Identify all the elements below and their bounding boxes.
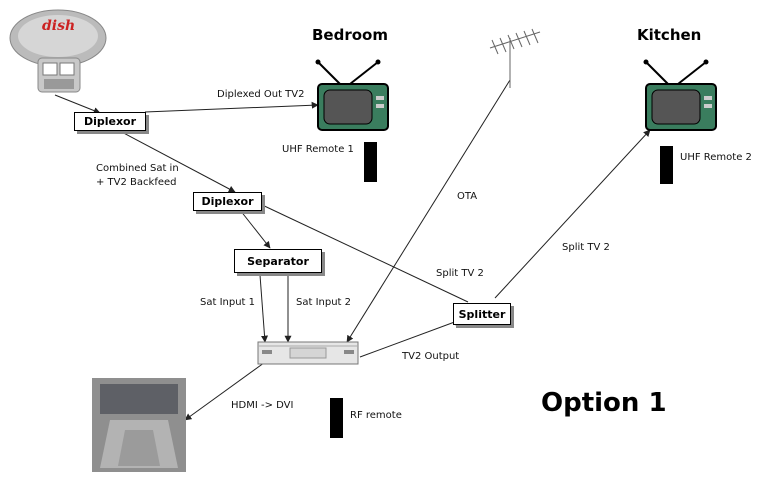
room-label-bedroom: Bedroom: [312, 26, 388, 44]
label-diplexed-out: Diplexed Out TV2: [217, 89, 305, 100]
receiver-icon: [257, 341, 359, 365]
connection-lines: [54, 79, 651, 421]
line-splitter-to-kitchen-tv: [494, 129, 651, 299]
line-splitter-to-diplexor: [257, 202, 469, 303]
rf-remote-icon: [330, 398, 343, 438]
line-dish-to-diplexor: [54, 94, 101, 114]
label-split-tv2-kitchen: Split TV 2: [562, 242, 610, 253]
label-hdmi-dvi: HDMI -> DVI: [231, 400, 294, 411]
line-diplexor-to-separator: [239, 209, 271, 249]
line-diplexor-to-diplexor: [117, 129, 236, 193]
dish-logo: dish: [42, 18, 76, 34]
line-receiver-to-monitor: [184, 359, 269, 421]
diplexor-box-1: Diplexor: [74, 112, 146, 131]
label-sat-input-2: Sat Input 2: [296, 297, 352, 308]
uhf-remote-1-icon: [364, 142, 377, 182]
satellite-dish-icon: [9, 9, 107, 93]
bedroom-tv-icon: [315, 59, 389, 131]
label-sat-input-1: Sat Input 1: [200, 297, 256, 308]
label-ota: OTA: [457, 191, 478, 202]
label-split-tv2-backfeed: Split TV 2: [436, 268, 484, 279]
line-diplexor-to-bedroom-tv: [144, 101, 319, 113]
diplexor-box-2: Diplexor: [193, 192, 262, 211]
antenna-icon: [489, 28, 541, 88]
label-uhf-remote-2: UHF Remote 2: [680, 152, 752, 163]
label-combined-sat-in: Combined Sat in: [96, 163, 179, 174]
label-tv2-output: TV2 Output: [402, 351, 460, 362]
option-title: Option 1: [541, 388, 667, 418]
room-label-kitchen: Kitchen: [637, 26, 702, 44]
label-rf-remote: RF remote: [350, 410, 402, 421]
separator-box: Separator: [234, 249, 322, 273]
kitchen-tv-icon: [643, 59, 717, 131]
monitor-icon: [92, 378, 186, 472]
line-separator-sat-input-1: [259, 274, 269, 343]
label-tv2-backfeed: + TV2 Backfeed: [96, 177, 177, 188]
uhf-remote-2-icon: [660, 146, 673, 184]
label-uhf-remote-1: UHF Remote 1: [282, 144, 354, 155]
splitter-box: Splitter: [453, 303, 511, 325]
line-receiver-to-splitter: [359, 318, 461, 358]
line-antenna-ota: [346, 79, 511, 343]
